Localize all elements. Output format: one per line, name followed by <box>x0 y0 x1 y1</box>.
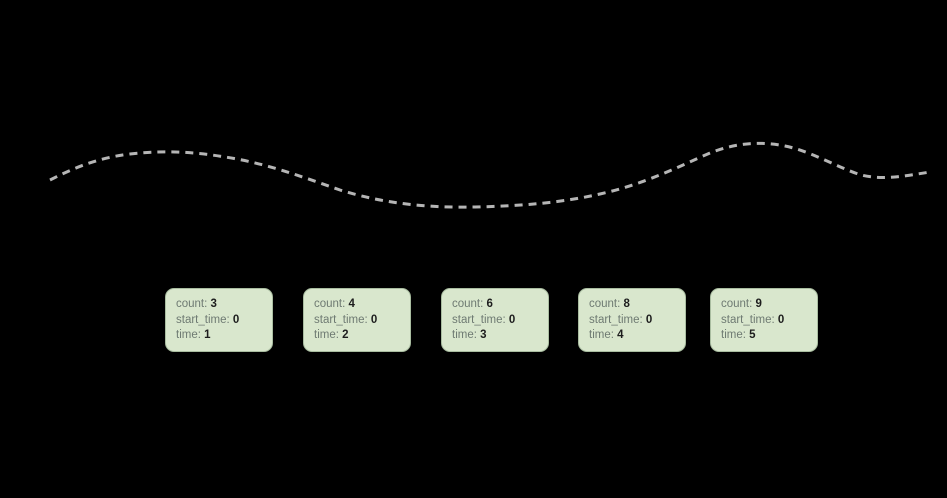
card-row-count: count: 4 <box>314 297 410 313</box>
card-key-time: time: <box>314 329 339 341</box>
card-row-start-time: start_time: 0 <box>721 313 817 329</box>
card-value-start-time: 0 <box>645 313 653 326</box>
card-key-time: time: <box>452 329 477 341</box>
card-key-time: time: <box>176 329 201 341</box>
card-value-count: 6 <box>486 298 493 310</box>
card-key-start-time: start_time: <box>314 313 368 326</box>
card-value-count: 3 <box>210 298 217 310</box>
card-value-time: 3 <box>480 329 487 341</box>
card-value-count: 8 <box>623 298 630 310</box>
card-value-time: 5 <box>749 329 756 341</box>
card-row-start-time: start_time: 0 <box>176 313 272 329</box>
list-item[interactable]: count: 6 start_time: 0 time: 3 <box>441 288 549 352</box>
list-item[interactable]: count: 9 start_time: 0 time: 5 <box>710 288 818 352</box>
card-key-start-time: start_time: <box>452 313 506 326</box>
card-value-start-time: 0 <box>232 313 240 326</box>
card-key-count: count: <box>721 298 753 310</box>
card-row-time: time: 2 <box>314 328 410 344</box>
card-key-count: count: <box>589 298 621 310</box>
card-key-time: time: <box>721 329 746 341</box>
card-key-start-time: start_time: <box>721 313 775 326</box>
card-key-count: count: <box>176 298 208 310</box>
card-row-time: time: 5 <box>721 328 817 344</box>
card-key-start-time: start_time: <box>176 313 230 326</box>
card-row-start-time: start_time: 0 <box>589 313 685 329</box>
card-value-time: 1 <box>204 329 211 341</box>
card-row-time: time: 3 <box>452 328 548 344</box>
card-value-start-time: 0 <box>777 313 785 326</box>
card-row-count: count: 8 <box>589 297 685 313</box>
card-key-start-time: start_time: <box>589 313 643 326</box>
list-item[interactable]: count: 3 start_time: 0 time: 1 <box>165 288 273 352</box>
card-value-count: 4 <box>348 298 355 310</box>
card-value-time: 2 <box>342 329 349 341</box>
card-value-start-time: 0 <box>370 313 378 326</box>
card-row-start-time: start_time: 0 <box>314 313 410 329</box>
card-row-count: count: 9 <box>721 297 817 313</box>
card-key-count: count: <box>452 298 484 310</box>
card-row-time: time: 1 <box>176 328 272 344</box>
card-value-time: 4 <box>617 329 624 341</box>
list-item[interactable]: count: 8 start_time: 0 time: 4 <box>578 288 686 352</box>
card-key-count: count: <box>314 298 346 310</box>
card-value-count: 9 <box>755 298 762 310</box>
card-value-start-time: 0 <box>508 313 516 326</box>
card-row-count: count: 3 <box>176 297 272 313</box>
card-row-count: count: 6 <box>452 297 548 313</box>
list-item[interactable]: count: 4 start_time: 0 time: 2 <box>303 288 411 352</box>
card-row-start-time: start_time: 0 <box>452 313 548 329</box>
card-row-time: time: 4 <box>589 328 685 344</box>
card-key-time: time: <box>589 329 614 341</box>
